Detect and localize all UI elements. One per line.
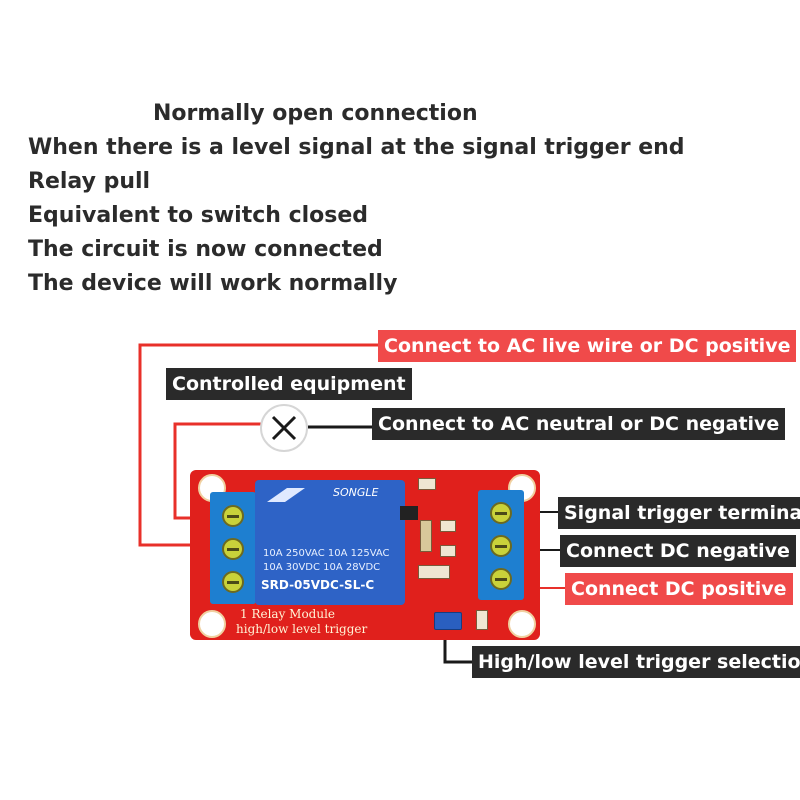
description-line-2: Relay pull (28, 169, 151, 194)
optocoupler (418, 565, 450, 579)
description-line-1: When there is a level signal at the sign… (28, 135, 685, 160)
dc-negative-label: Connect DC negative (560, 535, 796, 567)
smd-component (440, 545, 456, 557)
screw-terminal[interactable] (490, 568, 512, 590)
screw-terminal[interactable] (222, 538, 244, 560)
diode (420, 520, 432, 552)
description-line-5: The device will work normally (28, 271, 398, 296)
dc-positive-label: Connect DC positive (565, 573, 793, 605)
board-label-line-1: 1 Relay Module (240, 607, 336, 621)
relay-spec-1: 10A 250VAC 10A 125VAC (263, 548, 390, 559)
relay-model: SRD-05VDC-SL-C (261, 578, 375, 592)
ac-live-wire (138, 343, 378, 547)
board-label-line-2: high/low level trigger (236, 622, 368, 636)
screw-terminal[interactable] (490, 502, 512, 524)
description-line-4: The circuit is now connected (28, 237, 383, 262)
relay: SONGLE 10A 250VAC 10A 125VAC 10A 30VDC 1… (255, 480, 405, 605)
screw-terminal[interactable] (490, 535, 512, 557)
signal-trigger-label: Signal trigger terminal (558, 497, 800, 529)
smd-component (440, 520, 456, 532)
mount-hole (198, 610, 226, 638)
screw-terminal[interactable] (222, 505, 244, 527)
trigger-jumper[interactable] (434, 612, 462, 630)
led (476, 610, 488, 630)
trigger-selection-label: High/low level trigger selection (472, 646, 800, 678)
trigger-selection-lead (443, 630, 472, 664)
ac-live-label: Connect to AC live wire or DC positive (378, 330, 797, 362)
description-heading: Normally open connection (153, 101, 478, 126)
ac-neutral-label: Connect to AC neutral or DC negative (372, 408, 786, 440)
mount-hole (508, 610, 536, 638)
smd-component (418, 478, 436, 490)
transistor (400, 506, 418, 520)
screw-terminal[interactable] (222, 571, 244, 593)
controlled-equipment-label: Controlled equipment (166, 368, 412, 400)
description-line-3: Equivalent to switch closed (28, 203, 369, 228)
lamp-icon (260, 404, 308, 452)
songle-logo-icon (267, 488, 305, 502)
relay-spec-2: 10A 30VDC 10A 28VDC (263, 562, 381, 573)
relay-brand: SONGLE (333, 486, 379, 499)
